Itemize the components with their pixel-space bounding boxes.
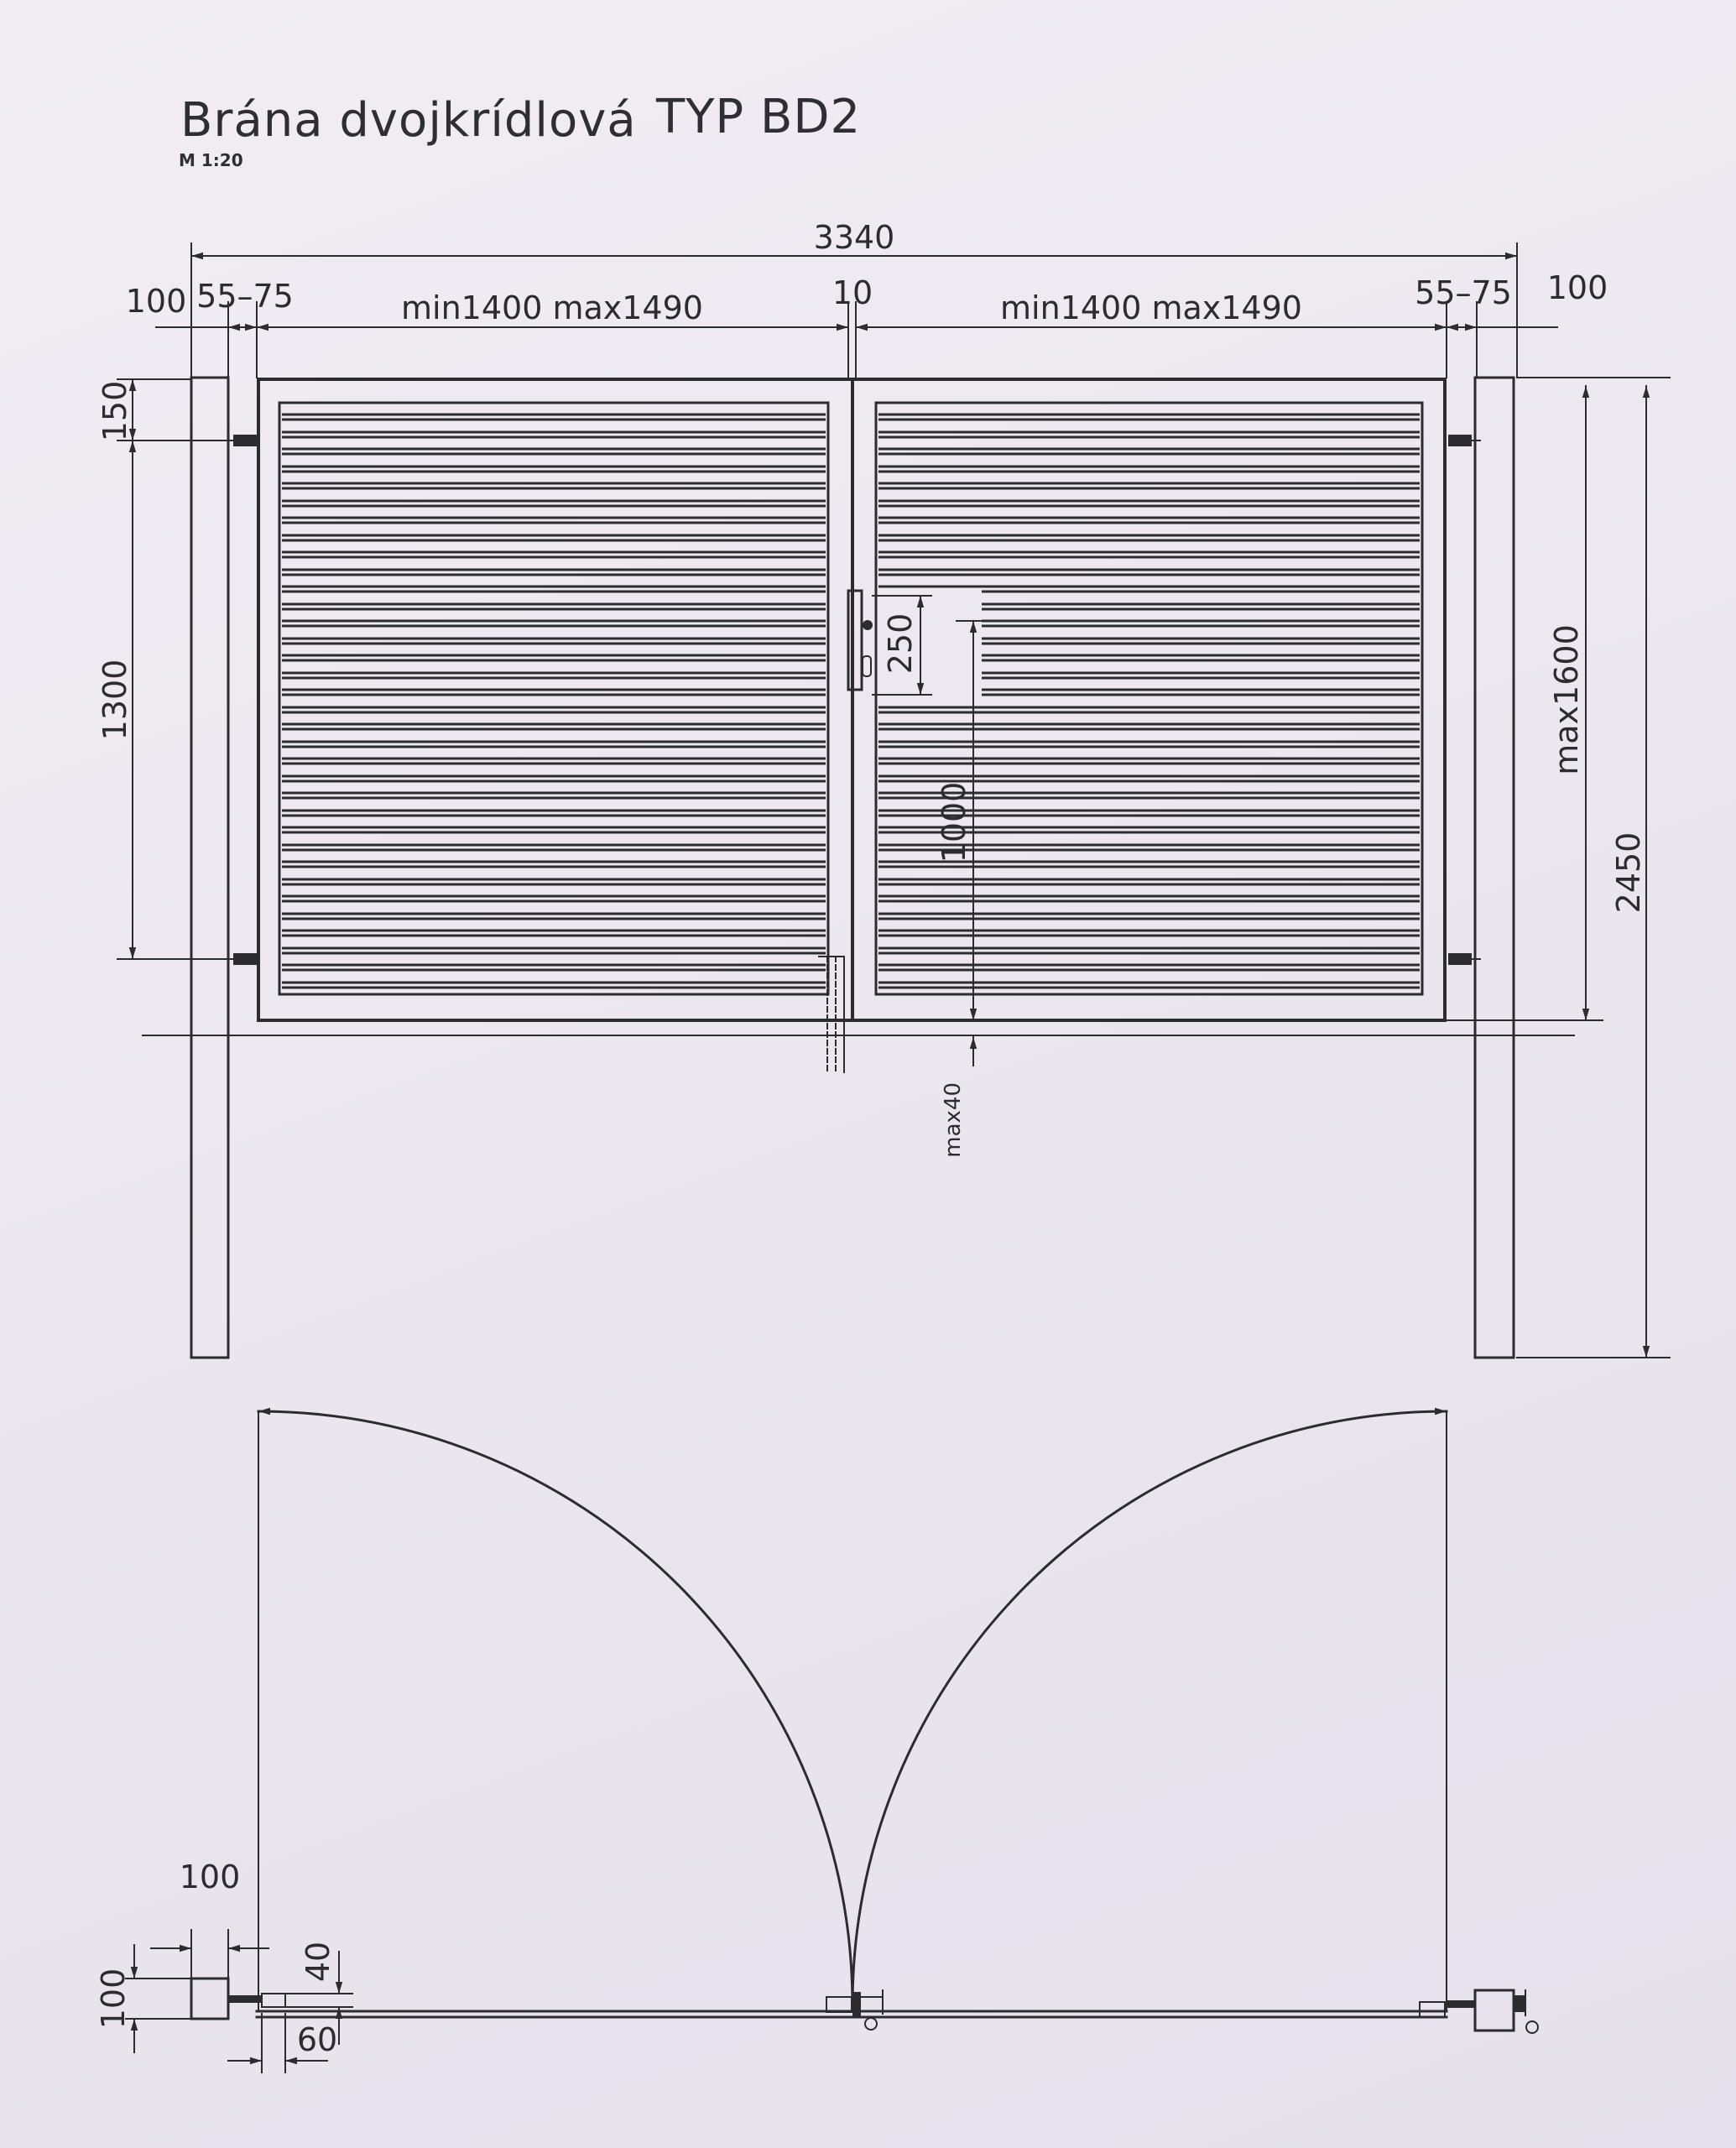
dim-plan-post-depth: 100 (95, 1968, 132, 2030)
dim-hinge-top: 150 (96, 381, 133, 442)
dim-gap-left: 55–75 (196, 278, 294, 315)
dim-post-left: 100 (126, 283, 187, 320)
lock-assembly (847, 589, 873, 691)
center-dimensions: 250 1000 max40 (872, 595, 995, 1158)
dim-leaf-right: min1400 max1490 (1000, 289, 1302, 326)
left-leaf-slats (282, 413, 826, 989)
left-dimensions: 150 1300 (96, 378, 226, 960)
top-dimensions: 3340 100 55–75 min1400 max1490 10 min140… (126, 219, 1608, 378)
right-dimensions: max1600 2450 (1446, 377, 1671, 1358)
right-leaf (851, 378, 1447, 1022)
right-post (1473, 376, 1515, 1359)
right-swing-arc (851, 1410, 1448, 2007)
front-elevation (142, 376, 1575, 1359)
dim-center-gap: 10 (832, 274, 873, 311)
dim-ground-clearance: max40 (941, 1082, 966, 1158)
right-leaf-slats (878, 413, 1420, 989)
left-leaf (257, 378, 854, 1022)
drop-bolt (818, 956, 845, 1073)
dim-leaf-height: max1600 (1548, 624, 1585, 775)
dim-gap-right: 55–75 (1415, 274, 1512, 311)
keyhole-icon (862, 655, 872, 677)
drawing-scale: M 1:20 (179, 150, 243, 170)
dim-plan-offset-60: 60 (297, 2021, 337, 2058)
plan-view: 100 100 40 60 (95, 1407, 1539, 2073)
dim-post-right: 100 (1547, 269, 1608, 306)
left-post-plan (190, 1977, 230, 2020)
title-block: Brána dvojkrídlová TYP BD2 M 1:20 (179, 90, 861, 170)
lock-knob-icon (863, 620, 873, 630)
dim-leaf-left: min1400 max1490 (401, 289, 703, 326)
left-swing-arc (257, 1410, 854, 2007)
dim-plan-post-width: 100 (180, 1859, 241, 1895)
dim-hinge-spacing: 1300 (96, 660, 133, 741)
right-post-plan (1473, 1989, 1515, 2032)
drawing-type: TYP BD2 (655, 90, 861, 144)
hinge-icon (224, 435, 1481, 965)
dim-overall-width: 3340 (814, 219, 895, 256)
dim-post-height: 2450 (1610, 832, 1647, 914)
drawing-title: Brána dvojkrídlová (180, 93, 637, 148)
dim-plan-offset-40: 40 (300, 1942, 336, 1982)
left-post (190, 376, 230, 1359)
dim-lock-position: 1000 (936, 782, 972, 863)
dim-lock-height: 250 (882, 613, 919, 675)
